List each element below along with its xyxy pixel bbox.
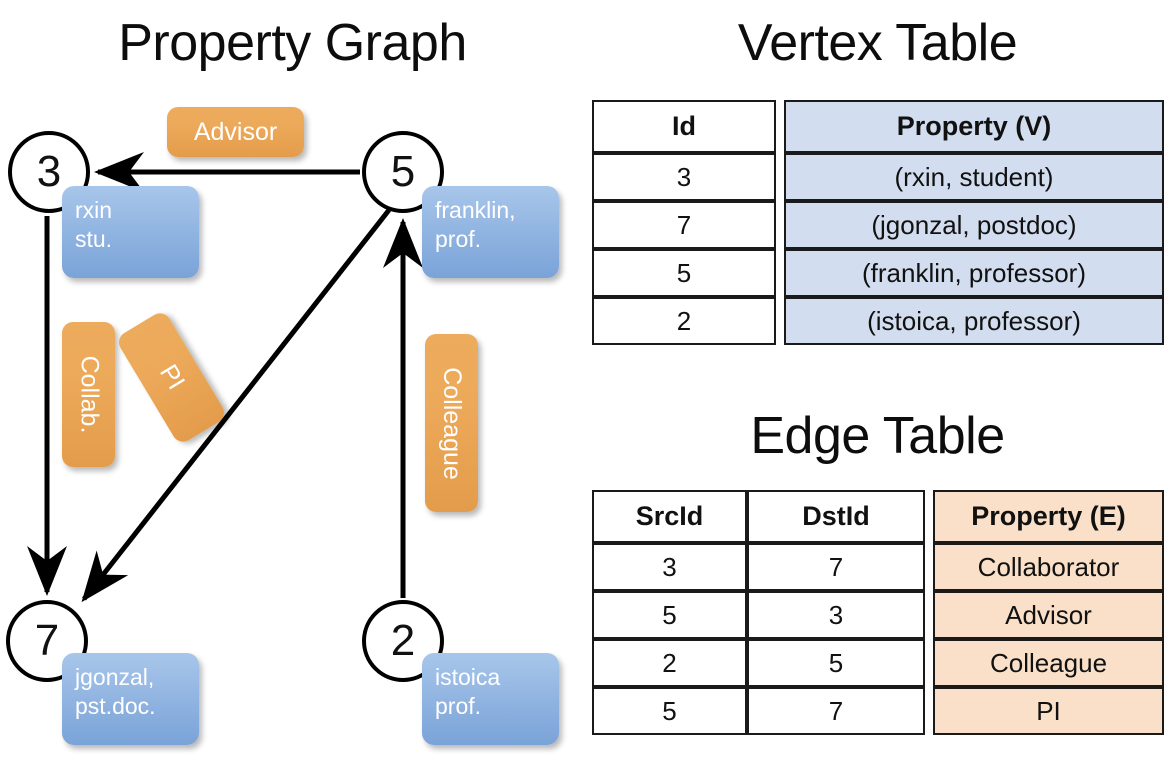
graph-node-2[interactable]: 2	[362, 600, 444, 682]
edge-row-3-dst: 7	[747, 687, 925, 735]
vertex-row-1-id: 7	[592, 201, 776, 249]
vertex-row-1-property: (jgonzal, postdoc)	[784, 201, 1164, 249]
node-property-callout-7: jgonzal, pst.doc.	[62, 653, 199, 745]
table-row: 3 (rxin, student)	[592, 153, 1164, 201]
edge-5-to-7	[81, 208, 391, 603]
vertex-row-3-id: 2	[592, 297, 776, 345]
edge-table-header-property: Property (E)	[933, 490, 1164, 543]
vertex-row-0-id: 3	[592, 153, 776, 201]
graph-node-5-label: 5	[390, 147, 416, 196]
page-title-edge-table: Edge Table	[750, 407, 1005, 465]
table-row: 5 3 Advisor	[592, 591, 1164, 639]
edge-row-3-src: 5	[592, 687, 747, 735]
edge-table-column-gap	[925, 490, 933, 543]
vertex-table-header-property: Property (V)	[784, 100, 1164, 153]
vertex-row-2-id: 5	[592, 249, 776, 297]
edge-label-colleague: Colleague	[425, 334, 478, 512]
edge-row-0-property: Collaborator	[933, 543, 1164, 591]
vertex-table-column-gap	[776, 201, 784, 249]
graph-node-2-label: 2	[390, 616, 416, 665]
table-row: 5 7 PI	[592, 687, 1164, 735]
edge-row-2-property: Colleague	[933, 639, 1164, 687]
edge-row-0-dst: 7	[747, 543, 925, 591]
edge-table-column-gap	[925, 591, 933, 639]
edge-label-advisor: Advisor	[167, 107, 304, 157]
edge-table-header-srcid: SrcId	[592, 490, 747, 543]
page-title-property-graph: Property Graph	[118, 14, 467, 72]
edge-row-1-dst: 3	[747, 591, 925, 639]
table-row: 2 5 Colleague	[592, 639, 1164, 687]
vertex-table-header-id: Id	[592, 100, 776, 153]
vertex-table-column-gap	[776, 153, 784, 201]
edge-label-advisor-text: Advisor	[193, 117, 278, 146]
table-row: 3 7 Collaborator	[592, 543, 1164, 591]
vertex-row-3-property: (istoica, professor)	[784, 297, 1164, 345]
vertex-row-0-property: (rxin, student)	[784, 153, 1164, 201]
vertex-table-column-gap	[776, 249, 784, 297]
table-row: 7 (jgonzal, postdoc)	[592, 201, 1164, 249]
edge-label-collab-text: Collab.	[75, 355, 104, 434]
edge-label-pi-text: PI	[153, 359, 191, 395]
edge-table-column-gap	[925, 687, 933, 735]
graph-node-3-label: 3	[36, 147, 62, 196]
vertex-table-header-row: Id Property (V)	[592, 100, 1164, 153]
vertex-row-2-property: (franklin, professor)	[784, 249, 1164, 297]
edge-table-column-gap	[925, 639, 933, 687]
node-property-callout-5: franklin, prof.	[422, 186, 559, 278]
edge-table-header-row: SrcId DstId Property (E)	[592, 490, 1164, 543]
table-row: 5 (franklin, professor)	[592, 249, 1164, 297]
graph-node-7-label: 7	[34, 616, 60, 665]
edge-table-header-dstid: DstId	[747, 490, 925, 543]
edge-row-1-property: Advisor	[933, 591, 1164, 639]
graph-edges-layer	[27, 152, 423, 603]
edge-row-2-src: 2	[592, 639, 747, 687]
graph-node-5[interactable]: 5	[362, 131, 444, 213]
page-title-vertex-table: Vertex Table	[737, 14, 1018, 72]
edge-label-collab: Collab.	[62, 322, 115, 467]
vertex-table-column-gap	[776, 100, 784, 153]
vertex-table-column-gap	[776, 297, 784, 345]
edge-label-colleague-text: Colleague	[438, 366, 466, 480]
edge-row-3-property: PI	[933, 687, 1164, 735]
edge-row-0-src: 3	[592, 543, 747, 591]
edge-row-1-src: 5	[592, 591, 747, 639]
table-row: 2 (istoica, professor)	[592, 297, 1164, 345]
edge-row-2-dst: 5	[747, 639, 925, 687]
vertex-table: Id Property (V) 3 (rxin, student) 7 (jgo…	[592, 100, 1164, 345]
node-property-callout-2: istoica prof.	[422, 653, 559, 745]
edge-table-column-gap	[925, 543, 933, 591]
property-graph-diagram: 3 5 7 2 rxin stu. franklin, prof. jgonza…	[6, 107, 559, 745]
edge-table: SrcId DstId Property (E) 3 7 Collaborato…	[592, 490, 1164, 735]
node-property-callout-3: rxin stu.	[62, 186, 199, 278]
